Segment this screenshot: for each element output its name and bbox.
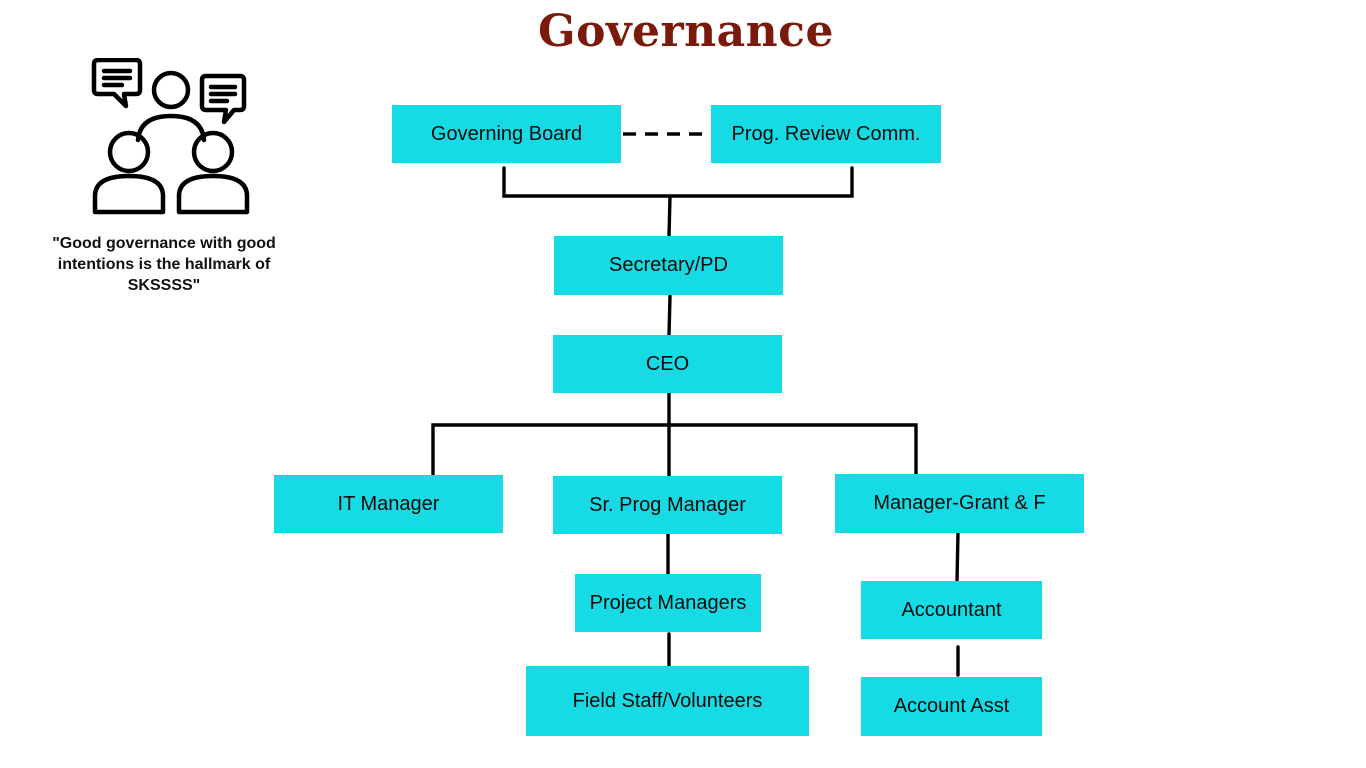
people-discussion-icon xyxy=(90,57,252,218)
node-project-managers: Project Managers xyxy=(575,574,761,632)
ceo-branch-bar xyxy=(431,423,918,479)
bracket-to-secretary xyxy=(667,194,672,238)
node-it-manager: IT Manager xyxy=(274,475,503,533)
node-manager-grant: Manager-Grant & F xyxy=(835,474,1084,533)
page-title: Governance xyxy=(538,6,834,57)
node-field-staff: Field Staff/Volunteers xyxy=(526,666,809,736)
secretary-to-ceo xyxy=(667,294,672,337)
node-governing-board: Governing Board xyxy=(392,105,621,163)
node-ceo: CEO xyxy=(553,335,782,393)
grant-to-accountant xyxy=(955,530,960,583)
node-accountant: Accountant xyxy=(861,581,1042,639)
board-bracket xyxy=(502,166,854,198)
node-prog-review-comm: Prog. Review Comm. xyxy=(711,105,941,163)
quote-text: "Good governance with good intentions is… xyxy=(52,235,276,294)
node-sr-prog-manager: Sr. Prog Manager xyxy=(553,476,782,534)
node-secretary: Secretary/PD xyxy=(554,236,783,295)
node-account-asst: Account Asst xyxy=(861,677,1042,736)
